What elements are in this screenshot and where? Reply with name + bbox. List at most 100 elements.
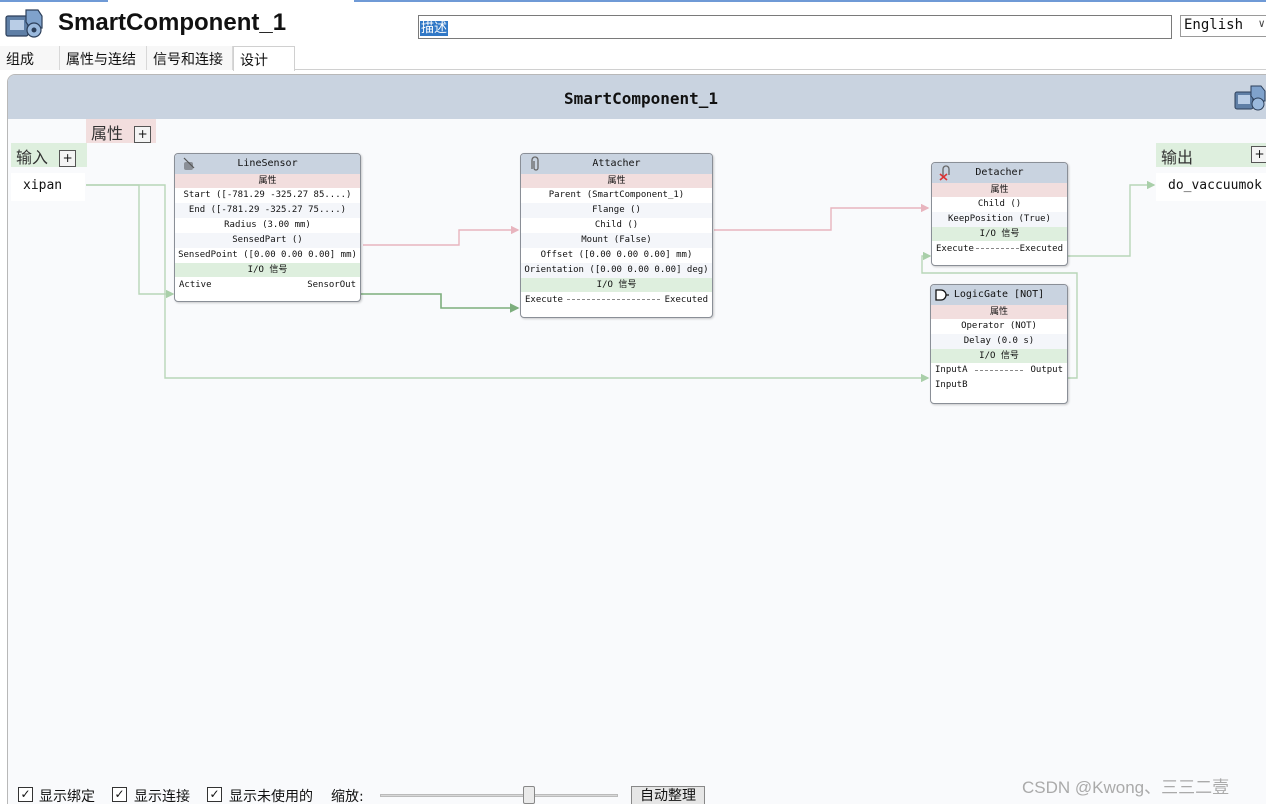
node-title-label: LineSensor: [237, 158, 298, 169]
prop-flange[interactable]: Flange (): [521, 203, 712, 218]
node-attacher[interactable]: Attacher 属性 Parent (SmartComponent_1) Fl…: [520, 153, 713, 318]
design-toolbar: ✓ 显示绑定 ✓ 显示连接 ✓ 显示未使用的 缩放: 自动整理: [16, 786, 716, 804]
node-title: LogicGate [NOT]: [931, 285, 1067, 305]
node-title: LineSensor: [175, 154, 360, 174]
show-binding-checkbox[interactable]: ✓: [18, 787, 33, 802]
logic-gate-icon: [935, 289, 949, 301]
props-section-header: 属性: [932, 183, 1067, 197]
smart-component-header-icon: [1234, 85, 1266, 111]
prop-sensedpoint[interactable]: SensedPoint ([0.00 0.00 0.00] mm): [178, 250, 357, 260]
prop-parent[interactable]: Parent (SmartComponent_1): [548, 190, 685, 200]
io-flow-arrow: [975, 370, 1023, 371]
wire-output-to-detacher-execute: [921, 251, 1078, 379]
prop-keepposition[interactable]: KeepPosition (True): [932, 212, 1067, 227]
outputs-header: 输出 +: [1156, 143, 1266, 167]
io-output-executed[interactable]: Executed: [1019, 244, 1063, 254]
node-title-label: Attacher: [592, 158, 641, 169]
node-title: Detacher: [932, 163, 1067, 183]
zoom-label: 缩放:: [331, 789, 364, 804]
prop-mount[interactable]: Mount (False): [521, 233, 712, 248]
io-row: InputB: [931, 378, 1067, 393]
node-detacher[interactable]: Detacher 属性 Child () KeepPosition (True)…: [931, 162, 1068, 266]
window-top-strip: [0, 0, 1266, 2]
io-input-active[interactable]: Active: [179, 280, 212, 290]
zoom-slider-thumb[interactable]: [523, 786, 535, 804]
node-linesensor[interactable]: LineSensor 属性 Start ([-781.29 -325.27 85…: [174, 153, 361, 302]
auto-arrange-button[interactable]: 自动整理: [631, 786, 705, 804]
wire-executed-to-output: [1068, 180, 1156, 257]
properties-label: 属性: [91, 124, 124, 143]
prop-end[interactable]: End ([-781.29 -325.27 75....): [175, 203, 360, 218]
inputs-label: 输入: [16, 148, 49, 167]
wire-xipan-to-inputa: [86, 184, 930, 383]
node-title-label: LogicGate [NOT]: [953, 289, 1045, 300]
show-unused-checkbox[interactable]: ✓: [207, 787, 222, 802]
prop-start[interactable]: Start ([-781.29 -325.27 85....): [183, 190, 352, 200]
prop-offset[interactable]: Offset ([0.00 0.00 0.00] mm): [540, 250, 693, 260]
design-header: [8, 75, 1266, 119]
io-flow-arrow: [976, 248, 1019, 249]
detach-icon: [939, 165, 950, 181]
connection-wires: [86, 180, 1156, 383]
linesensor-icon: [183, 157, 195, 170]
inputs-header: 输入 +: [11, 143, 87, 167]
io-input-execute[interactable]: Execute: [525, 295, 563, 305]
chevron-down-icon: ∨: [1258, 17, 1265, 30]
io-row: Execute Executed: [932, 241, 1067, 257]
design-title: SmartComponent_1: [563, 89, 719, 108]
prop-radius[interactable]: Radius (3.00 mm): [224, 220, 311, 230]
prop-child[interactable]: Child (): [977, 199, 1022, 209]
description-field[interactable]: 描述: [418, 15, 1172, 39]
io-section-header: I/O 信号: [931, 349, 1067, 363]
zoom-slider[interactable]: [380, 794, 618, 797]
show-binding-label: 显示绑定: [39, 789, 95, 804]
language-select[interactable]: English ∨: [1180, 15, 1266, 37]
prop-child[interactable]: Child (): [594, 220, 639, 230]
input-signal-xipan[interactable]: xipan: [11, 173, 85, 201]
wire-sensorout-to-execute: [361, 293, 520, 313]
add-input-button[interactable]: +: [59, 150, 77, 167]
io-output-sensorout[interactable]: SensorOut: [307, 280, 356, 290]
page-title: SmartComponent_1: [58, 9, 287, 36]
tab-design[interactable]: 设计: [233, 46, 295, 71]
prop-operator[interactable]: Operator (NOT): [961, 321, 1037, 331]
language-selected: English: [1184, 17, 1244, 33]
io-input-inputb[interactable]: InputB: [935, 380, 968, 390]
io-row: InputA Output: [931, 363, 1067, 378]
show-connections-checkbox[interactable]: ✓: [112, 787, 127, 802]
io-output-executed[interactable]: Executed: [664, 295, 708, 305]
tab-properties-bindings[interactable]: 属性与连结: [60, 46, 147, 70]
design-canvas[interactable]: SmartComponent_1: [7, 74, 1266, 804]
prop-orientation[interactable]: Orientation ([0.00 0.00 0.00] deg): [521, 263, 712, 278]
add-output-button[interactable]: +: [1251, 146, 1266, 163]
prop-delay[interactable]: Delay (0.0 s): [931, 334, 1067, 349]
io-row: Execute Executed: [521, 292, 712, 308]
props-section-header: 属性: [931, 305, 1067, 319]
node-logicgate[interactable]: LogicGate [NOT] 属性 Operator (NOT) Delay …: [930, 284, 1068, 404]
io-section-header: I/O 信号: [175, 263, 360, 277]
watermark: CSDN @Kwong、三三二壹: [1022, 778, 1230, 797]
io-row: Active SensorOut: [175, 277, 360, 293]
outputs-label: 输出: [1161, 148, 1194, 167]
wire-xipan-to-active: [86, 184, 175, 299]
node-title: Attacher: [521, 154, 712, 174]
wire-sensedpart-to-parent: [363, 225, 520, 246]
smart-component-icon: [5, 9, 43, 38]
tab-signals-connections[interactable]: 信号和连接: [147, 46, 233, 70]
tab-composition[interactable]: 组成: [0, 46, 60, 70]
io-section-header: I/O 信号: [932, 227, 1067, 241]
props-section-header: 属性: [175, 174, 360, 188]
io-output-output[interactable]: Output: [1030, 365, 1063, 375]
show-connections-label: 显示连接: [134, 789, 190, 804]
wire-child-to-child: [714, 203, 930, 231]
io-section-header: I/O 信号: [521, 278, 712, 292]
output-signal-do-vaccuumok[interactable]: do_vaccuumok: [1156, 173, 1266, 201]
io-input-inputa[interactable]: InputA: [935, 365, 968, 375]
description-value: 描述: [420, 21, 449, 36]
show-unused-label: 显示未使用的: [229, 789, 313, 804]
io-input-execute[interactable]: Execute: [936, 244, 974, 254]
prop-sensedpart[interactable]: SensedPart (): [175, 233, 360, 248]
add-property-button[interactable]: +: [134, 126, 152, 143]
properties-header: 属性 +: [86, 119, 157, 143]
